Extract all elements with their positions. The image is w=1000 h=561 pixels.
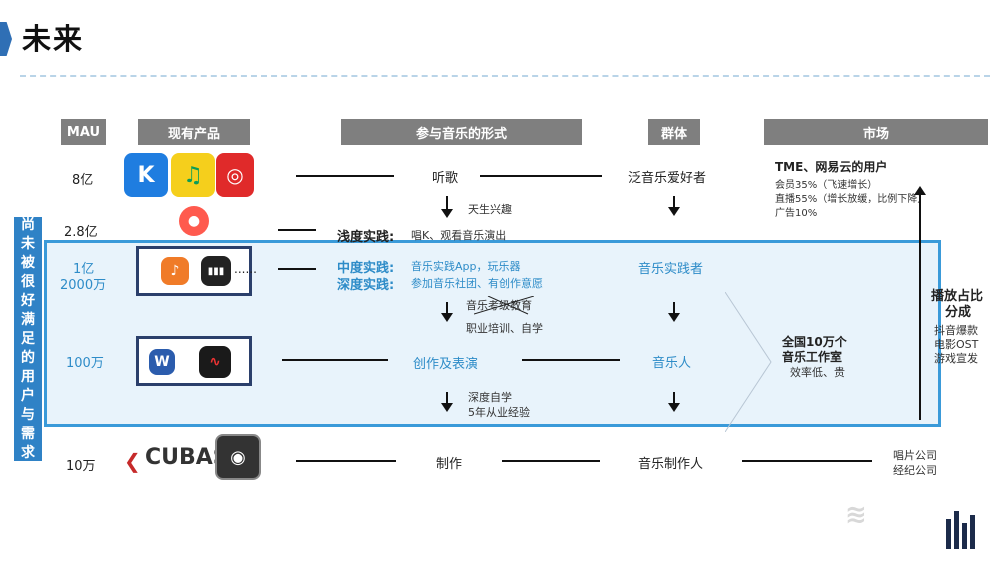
- connector-line: [522, 359, 620, 361]
- market-agency: 经纪公司: [893, 464, 937, 477]
- piano-icon: ▮▮▮: [201, 256, 231, 286]
- down-arrow: [668, 302, 680, 322]
- cubase-logo-icon: ❮: [124, 449, 141, 473]
- market-tme-title: TME、网易云的用户: [775, 160, 888, 174]
- form-produce: 制作: [436, 457, 463, 472]
- market-game: 游戏宣发: [934, 352, 978, 365]
- more-apps-ellipsis: ......: [234, 262, 257, 276]
- mau-row4: 100万: [66, 356, 104, 371]
- form-mid-text: 音乐实践App，玩乐器: [411, 260, 521, 273]
- down-arrow: [441, 392, 453, 412]
- netease-music-icon: ◎: [216, 153, 254, 197]
- market-play-ratio: 播放占比: [931, 289, 984, 304]
- down-arrow: [668, 196, 680, 216]
- connector-line: [278, 229, 316, 231]
- mau-row1: 8亿: [72, 173, 94, 188]
- connector-line: [502, 460, 600, 462]
- market-studios-title2: 音乐工作室: [782, 350, 843, 364]
- form-shallow-text: 唱K、观看音乐演出: [411, 229, 507, 242]
- group-producers: 音乐制作人: [638, 457, 704, 472]
- connector-line: [282, 359, 388, 361]
- market-member: 会员35%（飞速增长）: [775, 180, 878, 191]
- creation-apps-box: W ∿: [136, 336, 252, 386]
- down-arrow: [441, 302, 453, 322]
- form-shallow-label: 浅度实践:: [337, 230, 395, 245]
- market-studios-note: 效率低、贵: [790, 366, 845, 379]
- mau-row2: 2.8亿: [64, 225, 98, 240]
- logic-pro-icon: ◉: [215, 434, 261, 480]
- header-products: 现有产品: [138, 119, 250, 145]
- practice-apps-box: ♪ ▮▮▮: [136, 246, 252, 296]
- connector-line: [480, 175, 602, 177]
- form-create: 创作及表演: [413, 357, 479, 372]
- group-practitioners: 音乐实践者: [638, 262, 704, 277]
- garageband-icon: ♪: [161, 257, 189, 285]
- header-mau: MAU: [61, 119, 106, 145]
- market-douyin: 抖音爆款: [934, 324, 978, 337]
- title-divider: [20, 75, 990, 77]
- market-live: 直播55%（增长放缓，比例下降）: [775, 194, 928, 205]
- chevron-shape: [724, 291, 775, 433]
- down-arrow: [441, 196, 453, 218]
- mau-row3a: 1亿: [73, 262, 95, 277]
- connector-line: [278, 268, 316, 270]
- mau-row3b: 2000万: [60, 278, 107, 293]
- connector-line: [296, 460, 396, 462]
- form-training: 职业培训、自学: [466, 322, 543, 335]
- form-deep-label: 深度实践:: [337, 278, 395, 293]
- form-selfstudy: 深度自学: [468, 391, 512, 404]
- up-arrow: [914, 186, 926, 420]
- form-experience: 5年从业经验: [468, 406, 530, 419]
- down-arrow: [668, 392, 680, 412]
- kugou-icon: K: [124, 153, 168, 197]
- header-forms: 参与音乐的形式: [341, 119, 582, 145]
- form-mid-label: 中度实践:: [337, 261, 395, 276]
- title-marker: [0, 22, 12, 56]
- slide-title: 未来: [22, 22, 85, 56]
- qq-music-icon: ♫: [171, 153, 215, 197]
- connector-line: [742, 460, 872, 462]
- connector-line: [296, 175, 394, 177]
- market-label: 唱片公司: [893, 449, 937, 462]
- market-studios-title: 全国10万个: [782, 335, 847, 349]
- mau-row5: 10万: [66, 459, 96, 474]
- strikethrough-cross: [473, 295, 535, 316]
- group-fans: 泛音乐爱好者: [628, 171, 707, 186]
- header-groups: 群体: [648, 119, 700, 145]
- form-interest: 天生兴趣: [468, 203, 512, 216]
- form-listen: 听歌: [432, 171, 459, 186]
- word-icon: W: [149, 349, 175, 375]
- form-deep-text: 参加音乐社团、有创作意愿: [411, 277, 543, 290]
- market-ost: 电影OST: [934, 338, 979, 351]
- market-ads: 广告10%: [775, 208, 818, 219]
- watermark-icon: [944, 505, 978, 553]
- group-musicians: 音乐人: [652, 356, 692, 371]
- header-market: 市场: [764, 119, 988, 145]
- changba-icon: ●: [179, 206, 209, 236]
- side-label-unmet-needs: 尚未被很好满足的用户与需求: [14, 217, 42, 461]
- recorder-icon: ∿: [199, 346, 231, 378]
- market-split: 分成: [945, 305, 972, 320]
- watermark-logo: ≋: [845, 500, 867, 530]
